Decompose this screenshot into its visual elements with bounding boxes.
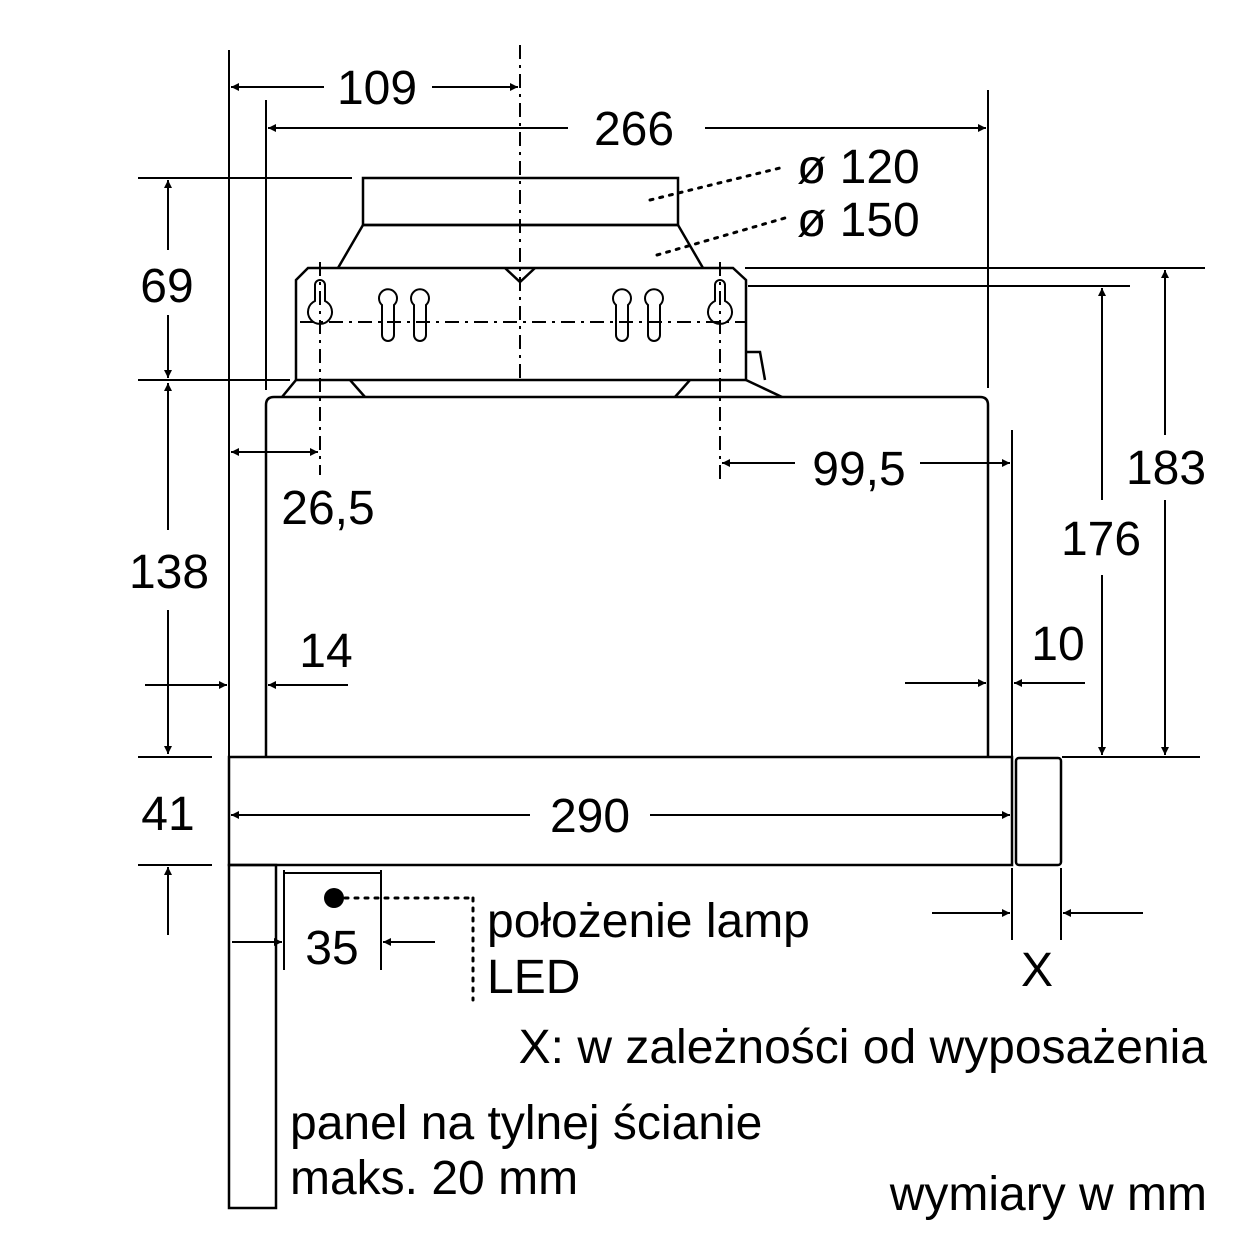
dim-138-label: 138 — [129, 546, 209, 599]
panel-note-line1: panel na tylnej ścianie — [290, 1097, 762, 1150]
fan-housing — [281, 266, 783, 399]
leader-lines — [343, 166, 787, 1002]
dim-266-label: 266 — [594, 103, 674, 156]
dimension-labels: 109 266 ø 120 ø 150 69 138 41 26,5 99,5 … — [129, 62, 1206, 997]
panel-note-line2: maks. 20 mm — [290, 1152, 578, 1205]
led-position-line1: położenie lamp — [487, 895, 810, 948]
center-lines — [300, 45, 745, 485]
extension-lines — [138, 50, 1205, 970]
dim-41-label: 41 — [141, 788, 194, 841]
dim-109-label: 109 — [337, 62, 417, 115]
dim-10-label: 10 — [1031, 618, 1084, 671]
dim-290-label: 290 — [550, 790, 630, 843]
x-footnote: X: w zależności od wyposażenia — [519, 1021, 1208, 1074]
led-lamp-marker — [324, 888, 344, 908]
dim-99-5-label: 99,5 — [812, 443, 905, 496]
dimension-arrows — [145, 83, 1169, 946]
hood-body — [227, 395, 1063, 1210]
dim-183-label: 183 — [1126, 442, 1206, 495]
led-position-line2: LED — [487, 951, 580, 1004]
units-note: wymiary w mm — [889, 1168, 1207, 1221]
dim-d150-label: ø 150 — [797, 194, 920, 247]
dim-35-label: 35 — [305, 922, 358, 975]
notes: położenie lamp LED X: w zależności od wy… — [290, 895, 1207, 1221]
dim-x-label: X — [1021, 944, 1053, 997]
dim-d120-label: ø 120 — [797, 141, 920, 194]
dim-176-label: 176 — [1061, 513, 1141, 566]
dim-14-label: 14 — [299, 625, 352, 678]
dim-26-5-label: 26,5 — [281, 482, 374, 535]
dim-69-label: 69 — [140, 260, 193, 313]
mounting-keyholes — [307, 279, 733, 342]
